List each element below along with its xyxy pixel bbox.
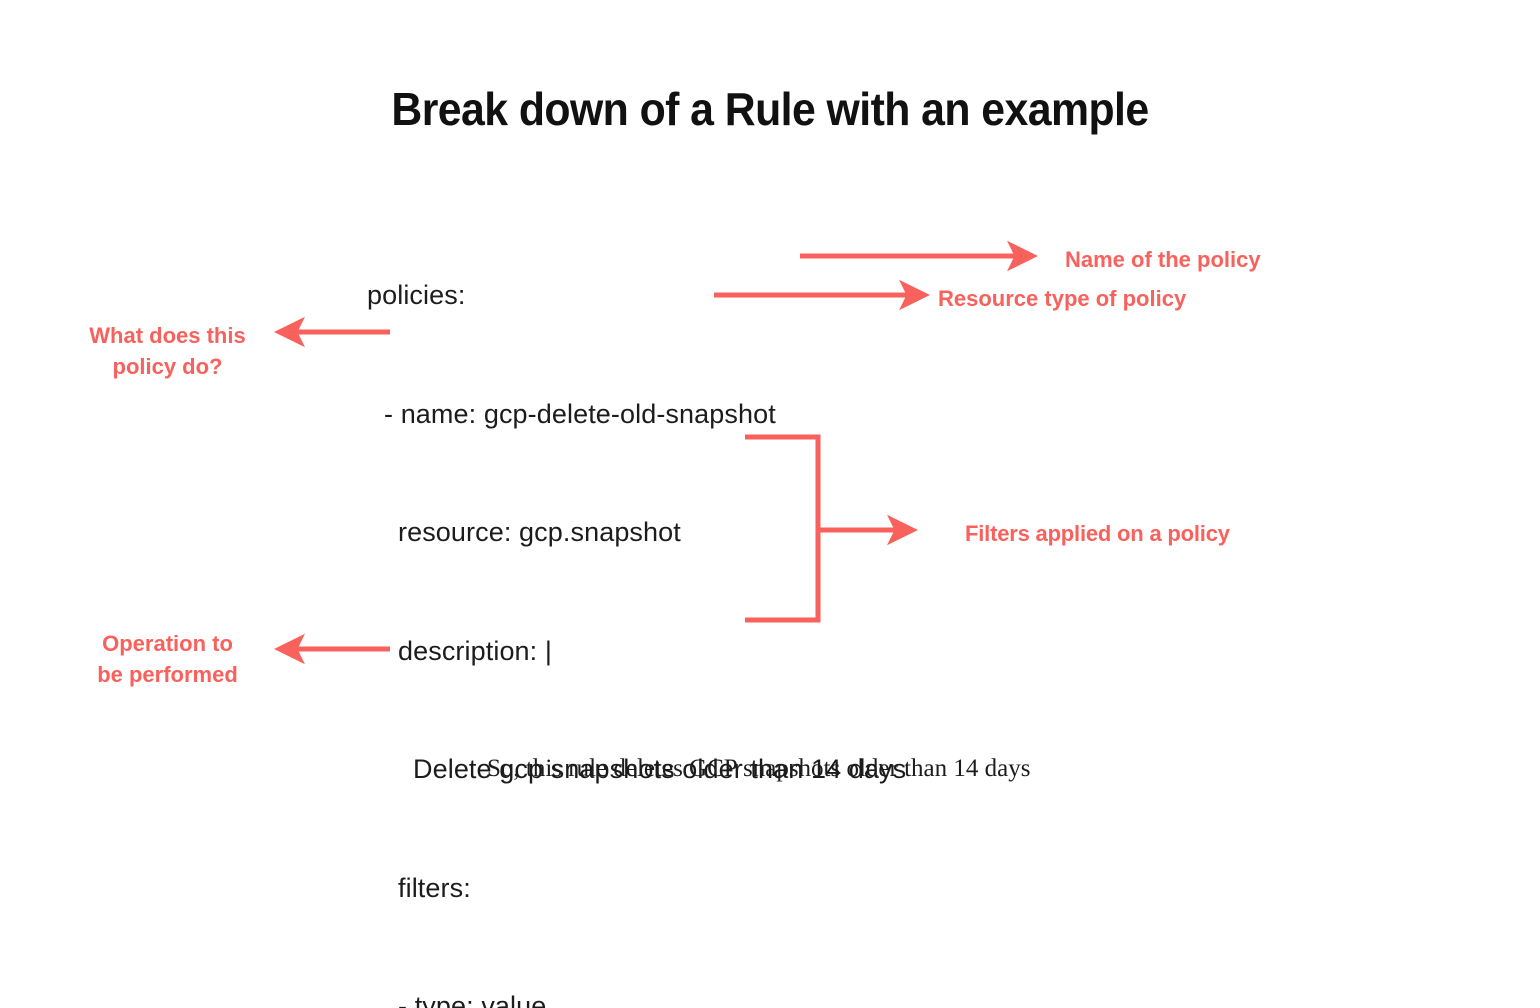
yaml-line: policies: [367,280,466,310]
annotation-resource-type: Resource type of policy [938,286,1187,311]
yaml-code-block: policies: - name: gcp-delete-old-snapsho… [367,197,906,1008]
page-title: Break down of a Rule with an example [391,83,1149,135]
yaml-line: Delete gcp snapshots older than 14 days [413,754,907,784]
yaml-line: - name: gcp-delete-old-snapshot [384,398,776,429]
annotation-what-does-policy-do: What does this policy do? [89,323,246,379]
annotation-filters-applied: Filters applied on a policy [965,521,1230,546]
annotation-name-of-policy: Name of the policy [1065,247,1261,272]
summary-caption: So, this rule deletes GCP snapshots olde… [487,755,1031,782]
yaml-line: - type: value [398,991,547,1008]
yaml-line: filters: [398,872,471,903]
yaml-line: description: | [398,635,552,666]
yaml-line: resource: gcp.snapshot [398,517,681,547]
annotation-operation-performed: Operation to be performed [97,631,238,687]
